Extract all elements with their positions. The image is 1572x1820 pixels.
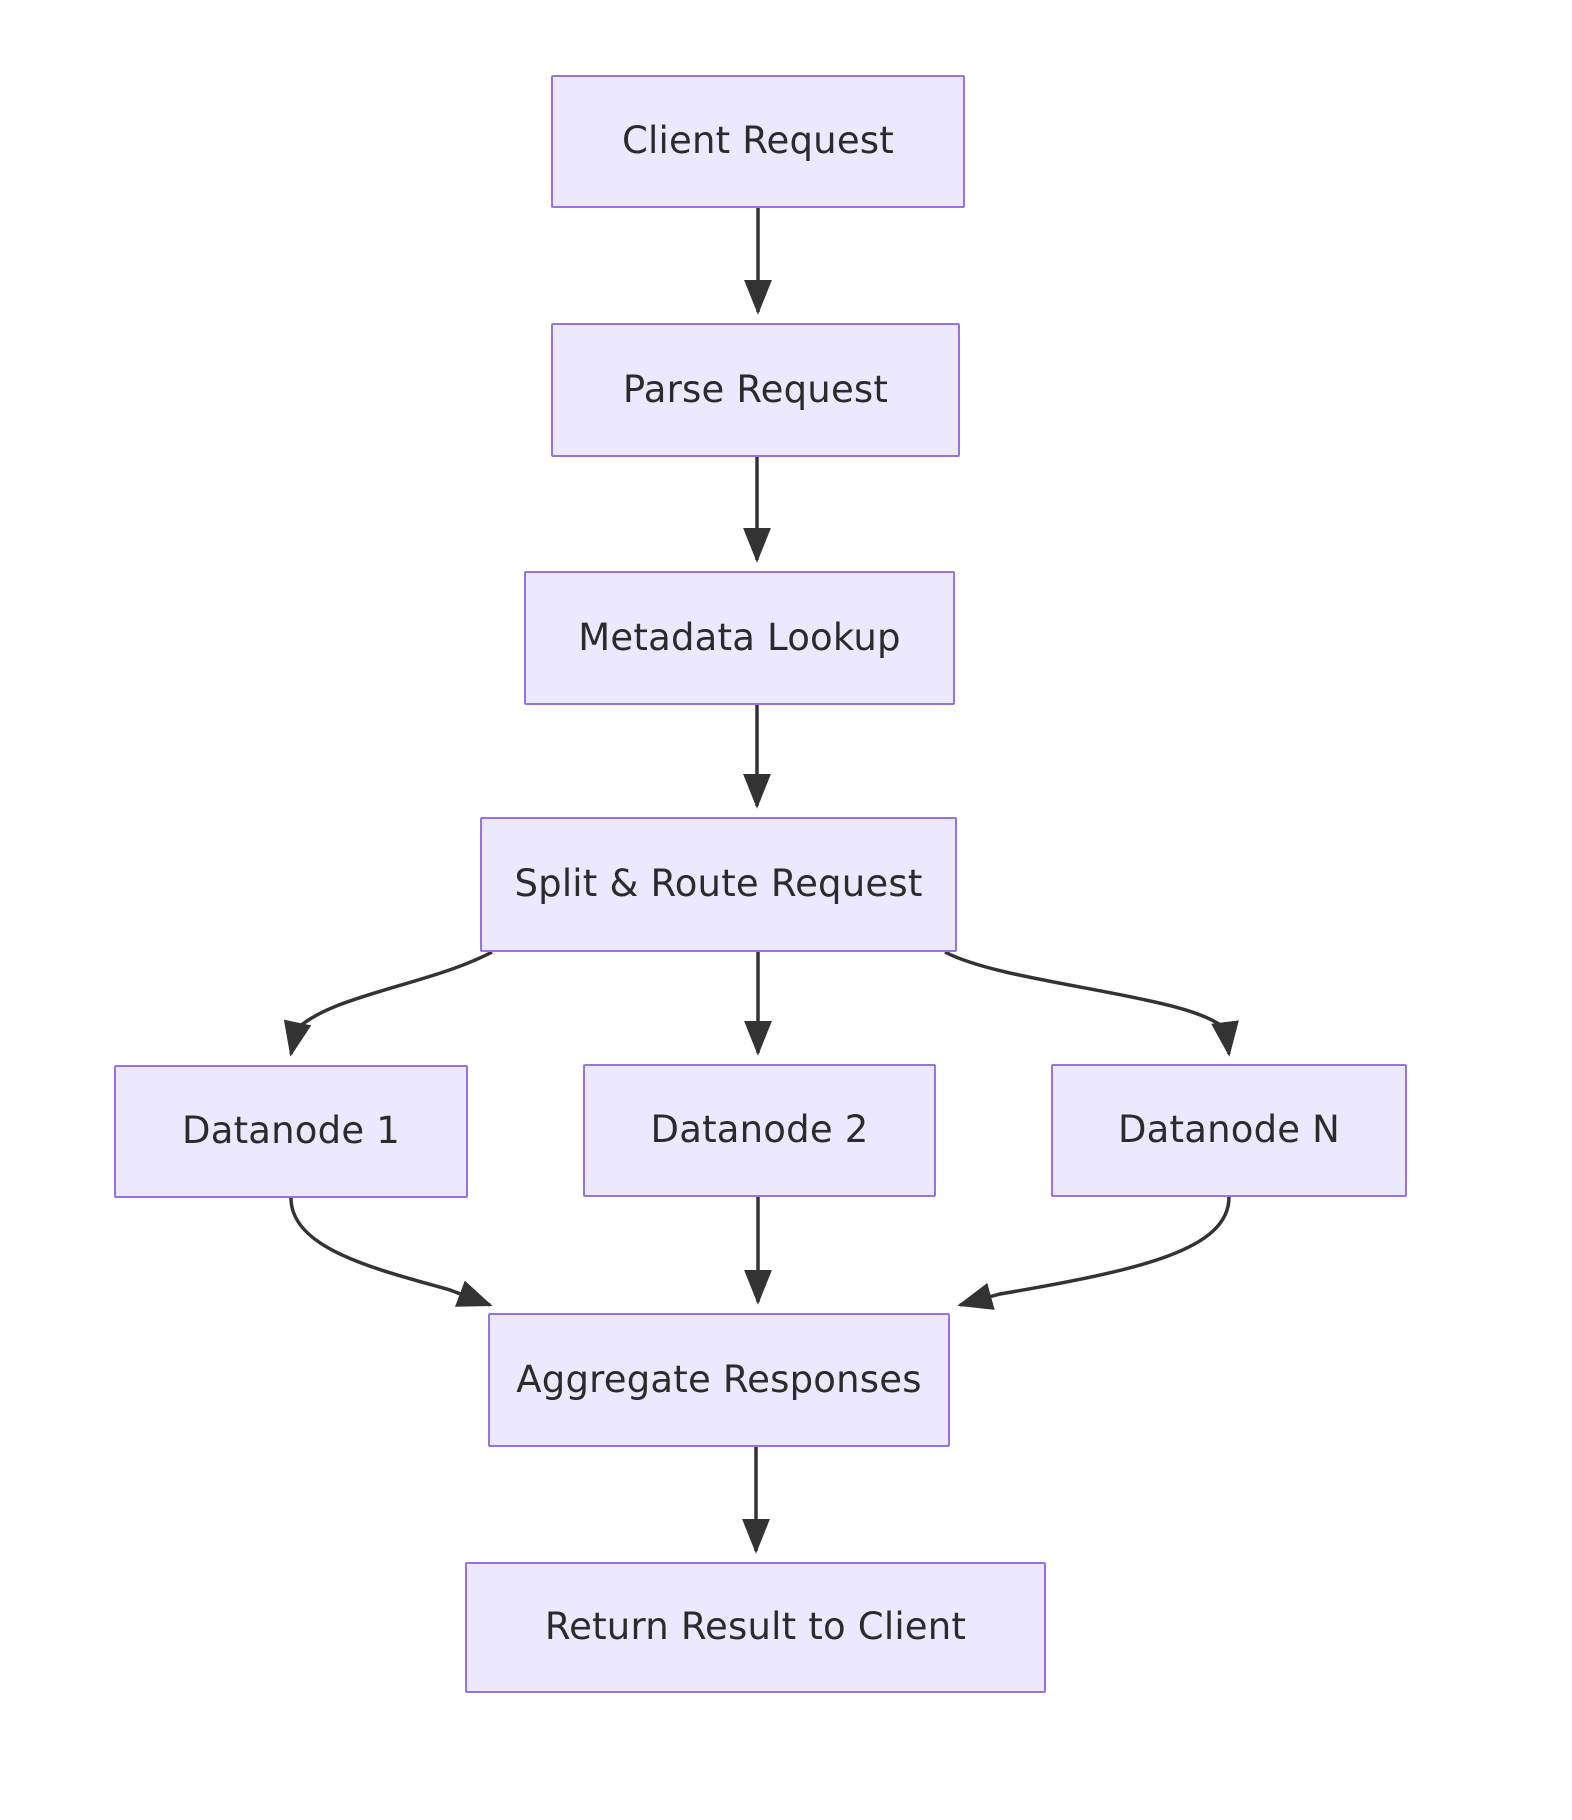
node-datanode-2[interactable]: Datanode 2 — [583, 1064, 936, 1197]
node-aggregate-responses[interactable]: Aggregate Responses — [488, 1313, 950, 1447]
node-aggregate-responses-label: Aggregate Responses — [516, 1357, 922, 1401]
node-parse-request-label: Parse Request — [622, 367, 889, 411]
edge-split-route-request-to-datanode-n — [944, 950, 1239, 1057]
node-return-result-to-client[interactable]: Return Result to Client — [465, 1562, 1046, 1693]
edge-datanode-1-to-aggregate-responses — [289, 1197, 493, 1307]
node-client-request-label: Client Request — [622, 119, 894, 163]
node-client-request[interactable]: Client Request — [551, 75, 965, 208]
node-metadata-lookup-label: Metadata Lookup — [578, 615, 901, 659]
node-datanode-2-label: Datanode 2 — [650, 1108, 869, 1152]
node-datanode-1[interactable]: Datanode 1 — [114, 1065, 468, 1198]
node-return-result-to-client-label: Return Result to Client — [544, 1605, 967, 1649]
node-split-route-request[interactable]: Split & Route Request — [480, 817, 957, 952]
node-parse-request[interactable]: Parse Request — [551, 323, 960, 457]
node-datanode-1-label: Datanode 1 — [182, 1109, 400, 1153]
node-metadata-lookup[interactable]: Metadata Lookup — [524, 571, 955, 705]
node-datanode-n[interactable]: Datanode N — [1051, 1064, 1407, 1197]
edge-split-route-request-to-datanode-1 — [283, 950, 493, 1057]
node-split-route-request-label: Split & Route Request — [514, 862, 923, 906]
node-datanode-n-label: Datanode N — [1117, 1108, 1341, 1152]
edge-datanode-n-to-aggregate-responses — [957, 1196, 1231, 1310]
